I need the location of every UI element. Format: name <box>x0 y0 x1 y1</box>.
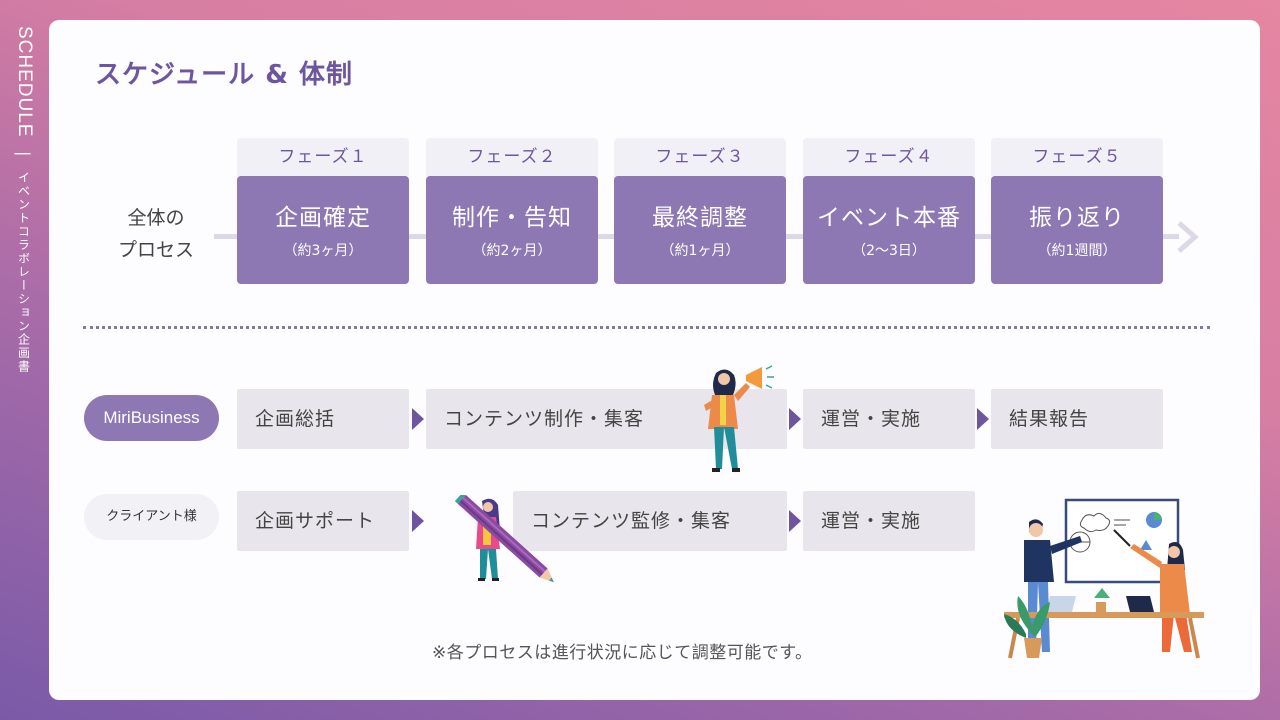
megaphone-woman-illustration <box>704 365 774 472</box>
phase-box: イベント本番 （2〜3日） <box>803 176 975 284</box>
phase-name: 最終調整 <box>652 205 748 231</box>
role-client: クライアント様 <box>84 494 219 540</box>
phase-tab: フェーズ３ <box>614 138 786 176</box>
phase-box: 最終調整 （約1ヶ月） <box>614 176 786 284</box>
side-section-label: SCHEDULE | イベントコラボレーション企画書 <box>8 26 40 446</box>
phase-tab: フェーズ４ <box>803 138 975 176</box>
phase-duration: （約2ヶ月） <box>472 243 552 259</box>
phase-box: 企画確定 （約3ヶ月） <box>237 176 409 284</box>
task-operation: 運営・実施 <box>803 389 975 449</box>
phase-tab: フェーズ５ <box>991 138 1163 176</box>
triangle-arrow-icon <box>789 510 801 532</box>
phase-2: フェーズ２ 制作・告知 （約2ヶ月） <box>426 138 598 284</box>
phase-tab: フェーズ２ <box>426 138 598 176</box>
phase-box: 振り返り （約1週間） <box>991 176 1163 284</box>
process-label-line2: プロセス <box>117 239 194 261</box>
task-operation-client: 運営・実施 <box>803 491 975 551</box>
phase-name: 制作・告知 <box>452 205 572 231</box>
phase-box: 制作・告知 （約2ヶ月） <box>426 176 598 284</box>
phase-duration: （2〜3日） <box>852 243 926 259</box>
section-divider <box>83 326 1210 329</box>
process-label-line1: 全体の <box>127 207 185 229</box>
pencil-woman-illustration <box>454 495 554 583</box>
document-subtitle: イベントコラボレーション企画書 <box>16 171 31 374</box>
task-content-review: コンテンツ監修・集客 <box>513 491 787 551</box>
triangle-arrow-icon <box>977 408 989 430</box>
phase-3: フェーズ３ 最終調整 （約1ヶ月） <box>614 138 786 284</box>
phase-name: 振り返り <box>1029 205 1125 231</box>
phase-1: フェーズ１ 企画確定 （約3ヶ月） <box>237 138 409 284</box>
team-presentation-illustration <box>1004 498 1204 659</box>
task-planning-lead: 企画総括 <box>237 389 409 449</box>
phase-name: イベント本番 <box>817 205 961 231</box>
phase-duration: （約3ヶ月） <box>283 243 363 259</box>
phase-tab: フェーズ１ <box>237 138 409 176</box>
footnote: ※各プロセスは進行状況に応じて調整可能です。 <box>432 643 813 663</box>
slide-card: スケジュール & 体制 全体の プロセス フェーズ１ 企画確定 （約3ヶ月） フ… <box>49 20 1260 700</box>
role-miribusiness: MiriBusiness <box>84 395 219 441</box>
task-report: 結果報告 <box>991 389 1163 449</box>
phase-5: フェーズ５ 振り返り （約1週間） <box>991 138 1163 284</box>
phase-duration: （約1週間） <box>1037 243 1117 259</box>
triangle-arrow-icon <box>412 510 424 532</box>
triangle-arrow-icon <box>412 408 424 430</box>
task-planning-support: 企画サポート <box>237 491 409 551</box>
section-separator: | <box>14 151 34 158</box>
process-label: 全体の プロセス <box>101 202 211 266</box>
triangle-arrow-icon <box>789 408 801 430</box>
phase-duration: （約1ヶ月） <box>660 243 740 259</box>
phase-4: フェーズ４ イベント本番 （2〜3日） <box>803 138 975 284</box>
arrow-right-icon <box>1177 221 1199 253</box>
page-title: スケジュール & 体制 <box>95 60 353 90</box>
phase-name: 企画確定 <box>275 205 371 231</box>
section-name: SCHEDULE <box>14 26 35 138</box>
